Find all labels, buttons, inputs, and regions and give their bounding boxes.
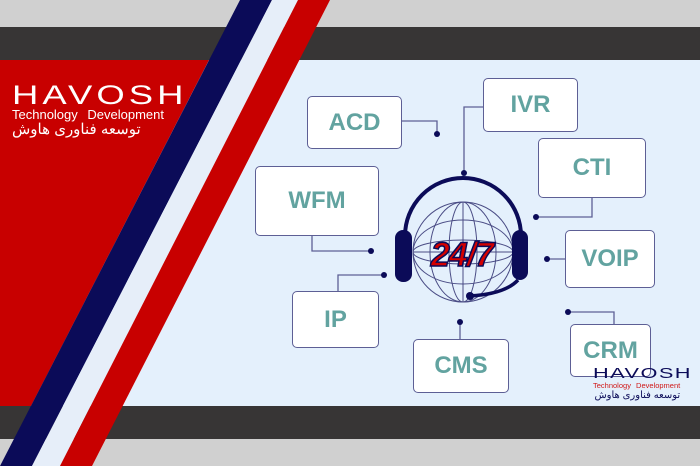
service-box-wfm: WFM [255, 166, 379, 236]
red-stripe [60, 0, 330, 466]
brand-persian: توسعه فناوری هاوش [12, 121, 141, 138]
service-box-acd: ACD [307, 96, 402, 149]
brand-logo: HAVOSH Technology Development توسعه فناو… [12, 82, 183, 138]
service-box-ivr: IVR [483, 78, 578, 132]
brand-tagline: Technology Development [12, 107, 164, 122]
red-panel [0, 60, 209, 406]
brand-persian-small: توسعه فناوری هاوش [594, 390, 681, 401]
service-box-cti: CTI [538, 138, 646, 198]
service-box-cms: CMS [413, 339, 509, 393]
availability-label: 24/7 [430, 235, 495, 275]
service-box-ip: IP [292, 291, 379, 348]
brand-logo-small: HAVOSH Technology Development توسعه فناو… [593, 366, 690, 402]
headset-globe-icon [395, 176, 528, 303]
navy-stripe [0, 0, 272, 466]
service-box-voip: VOIP [565, 230, 655, 288]
brand-tagline-small: Technology Development [593, 381, 681, 390]
white-stripe [32, 0, 298, 466]
connector-dots [368, 131, 571, 325]
brand-name-small: HAVOSH [593, 365, 692, 382]
service-box-crm: CRM [570, 324, 651, 377]
brand-name: HAVOSH [12, 80, 188, 110]
